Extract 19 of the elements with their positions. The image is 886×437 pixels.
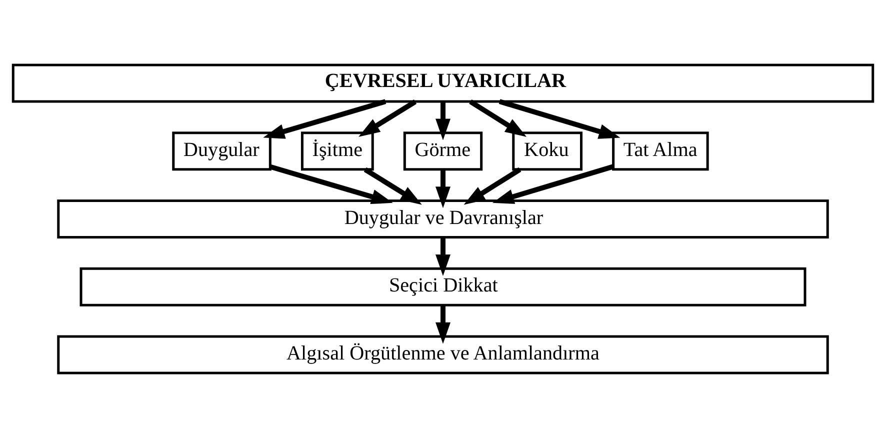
arrow [498,98,620,138]
node-box: Duygular ve Davranışlar [57,199,829,238]
arrow [270,164,393,204]
arrow [364,166,422,204]
arrow [464,166,522,204]
arrow [436,236,450,276]
arrow [492,164,614,204]
node-box: Seçici Dikkat [80,266,806,306]
node-box: Algısal Örgütlenme ve Anlamlandırma [57,334,829,374]
node-box: Tat Alma [612,131,709,170]
node-box: İşitme [300,131,374,170]
arrow [263,98,386,138]
node-box: Görme [403,131,483,170]
arrow [436,304,450,344]
arrow [436,101,450,140]
node-box: ÇEVRESEL UYARICILAR [12,63,874,102]
node-box: Koku [512,131,583,170]
arrow [436,169,450,208]
node-box: Duygular [172,131,272,170]
